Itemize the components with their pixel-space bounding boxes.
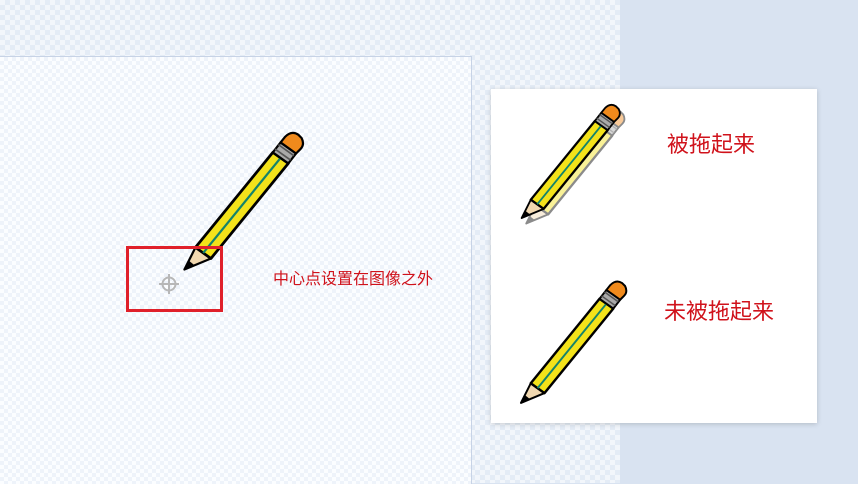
dragged-pencil-sprite xyxy=(520,103,626,225)
comparison-panel: 被拖起来 未被拖起来 xyxy=(491,89,817,423)
resting-pencil-sprite xyxy=(519,280,628,405)
center-point-highlight-box xyxy=(126,246,223,312)
pencil-icon xyxy=(520,103,622,220)
stage-canvas[interactable] xyxy=(0,56,472,484)
crosshair-icon[interactable] xyxy=(158,273,180,295)
not-dragged-caption: 未被拖起来 xyxy=(664,300,775,325)
pencil-icon xyxy=(519,280,628,405)
dragged-caption: 被拖起来 xyxy=(667,133,756,158)
center-outside-caption: 中心点设置在图像之外 xyxy=(273,269,434,288)
